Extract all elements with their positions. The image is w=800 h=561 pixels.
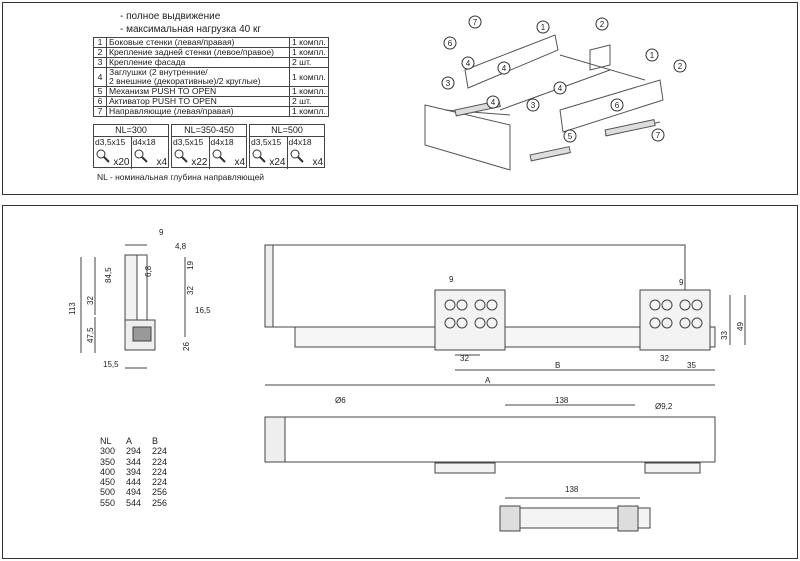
svg-text:32: 32 <box>186 286 195 295</box>
svg-text:19: 19 <box>186 261 195 270</box>
svg-text:5: 5 <box>568 132 573 141</box>
svg-text:4: 4 <box>502 64 507 73</box>
callout-2 <box>595 17 609 31</box>
right-side-wall <box>559 79 664 133</box>
svg-text:4,8: 4,8 <box>175 242 187 251</box>
callout-5 <box>563 129 577 143</box>
rail-bottom <box>264 416 716 463</box>
callout-7 <box>651 128 665 142</box>
svg-text:49: 49 <box>736 322 745 331</box>
svg-text:138: 138 <box>565 485 579 494</box>
screw-icon <box>96 149 110 163</box>
mechanism-view: 138 <box>499 485 651 532</box>
svg-text:9: 9 <box>449 275 454 284</box>
svg-text:26: 26 <box>182 342 191 351</box>
svg-text:15,5: 15,5 <box>103 360 119 369</box>
callout-3 <box>526 98 540 112</box>
svg-text:Ø9,2: Ø9,2 <box>655 402 673 411</box>
kit-box: NL=300 d3,5x15 x20 d4x18 x4 <box>93 124 169 169</box>
profile-section: 9 4,8 6,8 19 84,5 32 113 32 16,5 47,5 26… <box>68 228 211 369</box>
svg-text:B: B <box>555 361 560 370</box>
svg-text:7: 7 <box>656 131 661 140</box>
svg-text:9: 9 <box>679 278 684 287</box>
feature-max-load: - максимальная нагрузка 40 кг <box>120 24 262 35</box>
svg-text:Ø6: Ø6 <box>335 396 346 405</box>
svg-text:47,5: 47,5 <box>86 327 95 343</box>
callout-4 <box>461 56 475 70</box>
kit-title: NL=350-450 <box>172 125 246 137</box>
svg-text:4: 4 <box>558 84 563 93</box>
svg-text:138: 138 <box>555 396 569 405</box>
screw-icon <box>134 149 148 163</box>
screw-icon <box>290 149 304 163</box>
callout-2 <box>673 59 687 73</box>
bottom-view: Ø6 138 Ø9,2 <box>264 396 716 474</box>
kit-title: NL=500 <box>250 125 324 137</box>
svg-text:9: 9 <box>159 228 164 237</box>
left-side-wall <box>464 34 559 89</box>
back-bracket <box>589 44 611 71</box>
svg-text:6,8: 6,8 <box>144 265 153 277</box>
kit-box: NL=500 d3,5x15 x24 d4x18 x4 <box>249 124 325 169</box>
svg-text:3: 3 <box>446 79 451 88</box>
svg-text:2: 2 <box>600 20 605 29</box>
svg-text:113: 113 <box>68 302 77 315</box>
svg-text:4: 4 <box>466 59 471 68</box>
callout-4 <box>486 95 500 109</box>
kit-box: NL=350-450 d3,5x15 x22 d4x18 x4 <box>171 124 247 169</box>
svg-text:3: 3 <box>531 101 536 110</box>
callout-1 <box>536 20 550 34</box>
svg-text:35: 35 <box>687 361 696 370</box>
push-mechanism <box>529 146 571 162</box>
svg-text:33: 33 <box>720 331 729 340</box>
front-panel <box>424 104 511 171</box>
svg-text:84,5: 84,5 <box>104 267 113 283</box>
side-view: 9 9 32 32 33 49 35 B A <box>264 244 746 386</box>
svg-text:32: 32 <box>86 296 95 305</box>
svg-text:32: 32 <box>460 354 469 363</box>
nl-note: NL - номинальная глубина направляющей <box>97 172 265 182</box>
svg-text:6: 6 <box>615 101 620 110</box>
svg-text:32: 32 <box>660 354 669 363</box>
assembly-drawing: 1 1 2 2 3 3 4 4 4 4 5 6 6 7 7 <box>424 15 687 171</box>
callout-4 <box>497 61 511 75</box>
screw-icon <box>212 149 226 163</box>
svg-text:1: 1 <box>650 51 655 60</box>
callout-3 <box>441 76 455 90</box>
svg-text:1: 1 <box>541 23 546 32</box>
svg-text:6: 6 <box>448 39 453 48</box>
callout-7 <box>468 15 482 29</box>
svg-text:2: 2 <box>678 62 683 71</box>
kit-title: NL=300 <box>94 125 168 137</box>
feature-full-extension: - полное выдвижение <box>120 11 221 22</box>
svg-text:7: 7 <box>473 18 478 27</box>
callout-4 <box>553 81 567 95</box>
screw-icon <box>252 149 266 163</box>
svg-text:A: A <box>485 376 491 385</box>
callout-1 <box>645 48 659 62</box>
svg-text:16,5: 16,5 <box>195 306 211 315</box>
screw-icon <box>174 149 188 163</box>
svg-text:4: 4 <box>491 98 496 107</box>
callout-6 <box>443 36 457 50</box>
screw-kits: NL=300 d3,5x15 x20 d4x18 x4 NL=350-450 d… <box>93 124 325 169</box>
callout-6 <box>610 98 624 112</box>
rail-right <box>604 119 656 137</box>
